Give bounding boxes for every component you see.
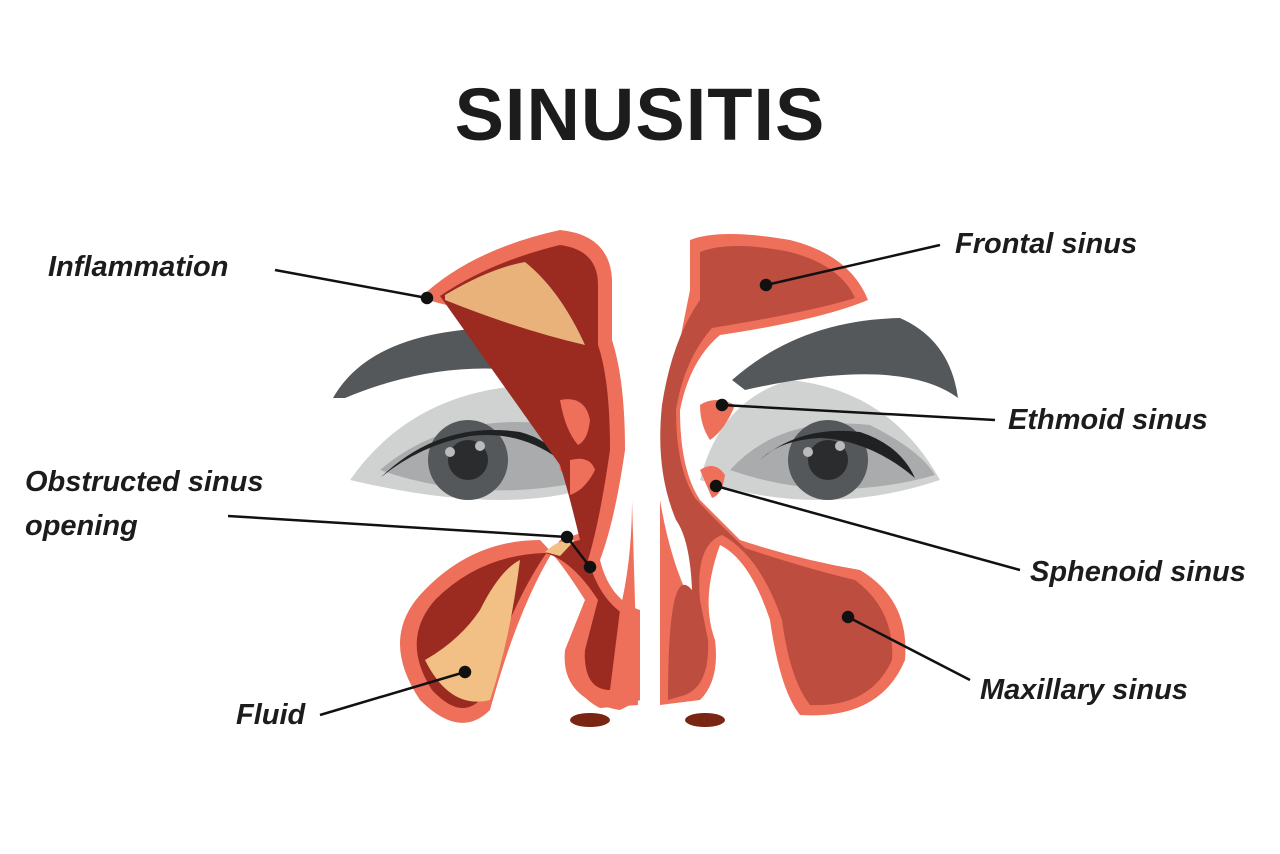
left-sinuses-inflamed <box>400 230 640 723</box>
label-sphenoid-sinus: Sphenoid sinus <box>1030 556 1246 588</box>
label-frontal-sinus: Frontal sinus <box>955 228 1138 260</box>
left-nasal-wall <box>572 500 638 708</box>
label-obstructed-line2: opening <box>25 510 138 542</box>
label-ethmoid-sinus: Ethmoid sinus <box>1008 404 1208 436</box>
maxillary-fluid <box>425 560 520 702</box>
leader-lines <box>227 243 1021 717</box>
frontal-fluid <box>445 262 585 345</box>
right-eye <box>700 380 940 500</box>
diagram-title: SINUSITIS <box>454 73 826 156</box>
right-eyebrow <box>732 318 958 398</box>
label-obstructed-line1: Obstructed sinus <box>25 466 264 498</box>
label-fluid: Fluid <box>236 699 306 731</box>
label-maxillary-sinus: Maxillary sinus <box>980 674 1188 706</box>
left-nostril <box>570 713 610 727</box>
right-nostril <box>685 713 725 727</box>
label-inflammation: Inflammation <box>48 251 229 283</box>
